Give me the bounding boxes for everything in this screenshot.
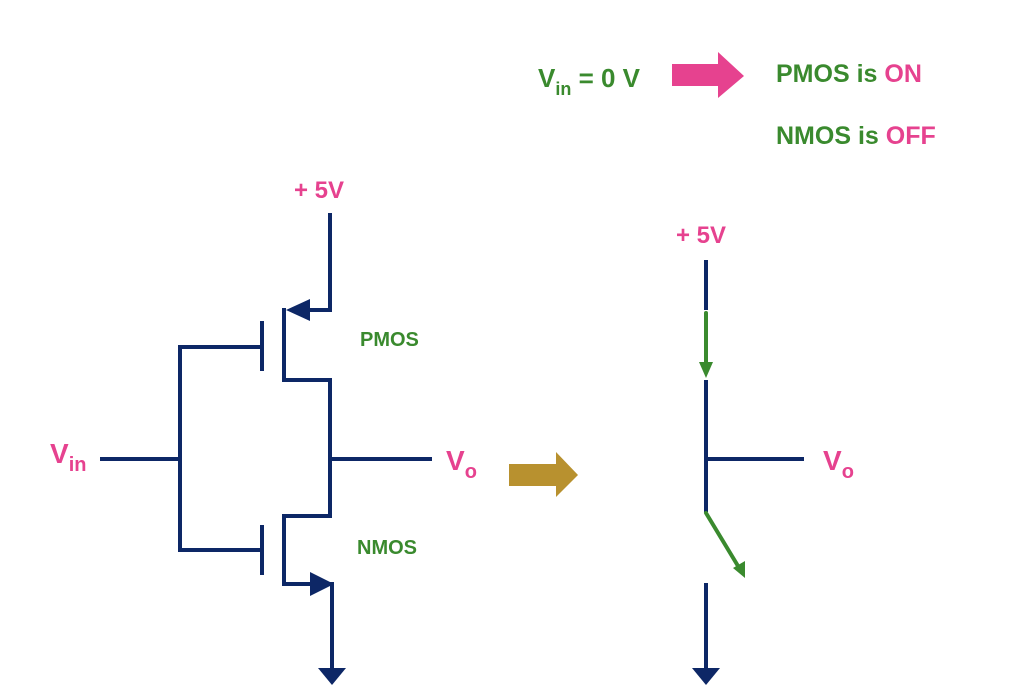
nmos-source-arrow-icon [310,572,334,596]
cmos-circuit: + 5V Vin Vo PMOS NMOS [50,177,477,685]
switch-equivalent: + 5V Vo [676,222,854,685]
condition-arrow-icon [672,52,744,98]
pmos-source-arrow-icon [286,299,310,321]
circuit-input-label: Vin [50,438,86,476]
nmos-open-switch [704,511,740,568]
pmos-drain-wire [282,378,332,461]
pmos-source-wire [308,213,332,312]
condition-statement: Vin = 0 V PMOS is ON NMOS is OFF [538,52,936,150]
nmos-label: NMOS [357,537,417,559]
pmos-switch-arrow-icon [699,362,713,378]
nmos-state-text: NMOS is OFF [776,122,936,150]
equivalent-supply-label: + 5V [676,222,726,249]
circuit-supply-label: + 5V [294,177,344,204]
nmos-switch-arrow-icon [733,561,745,578]
equivalent-ground-arrow-icon [692,668,720,685]
pmos-label: PMOS [360,329,419,351]
pmos-state-text: PMOS is ON [776,60,922,88]
vin-condition-text: Vin = 0 V [538,63,641,99]
equivalent-transition-arrow-icon [509,452,578,497]
circuit-ground-arrow-icon [318,668,346,685]
circuit-output-label: Vo [446,445,477,483]
equivalent-output-label: Vo [823,445,854,483]
